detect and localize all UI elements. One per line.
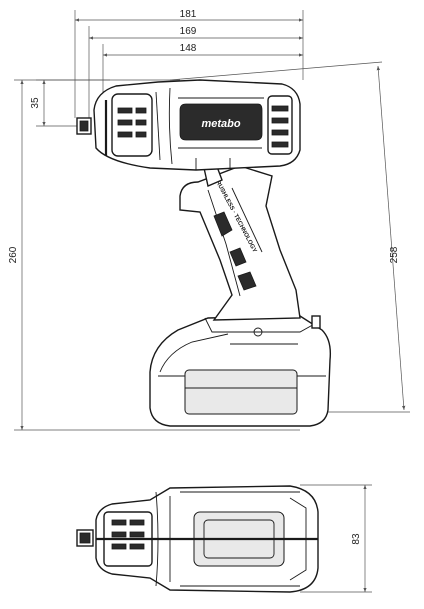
dimension-169: 169 [88, 26, 303, 118]
top-view [76, 485, 319, 593]
brand-logo: metabo [201, 118, 240, 130]
dimension-83: 83 [300, 484, 372, 593]
dimension-35-label: 35 [30, 97, 41, 109]
dimension-181: 181 [74, 9, 304, 118]
dimension-260: 260 [8, 79, 300, 431]
dimension-169-label: 169 [180, 26, 197, 37]
dimension-148-label: 148 [180, 43, 197, 54]
dimension-258: 258 [169, 61, 410, 413]
handle: BRUSHLESS · TECHNOLOGY [179, 165, 301, 321]
dimension-258-label: 258 [389, 246, 400, 263]
side-view: BRUSHLESS · TECHNOLOGY metabo [76, 79, 332, 427]
anvil [76, 117, 92, 135]
dimension-260-label: 260 [8, 246, 19, 263]
dimension-181-label: 181 [180, 9, 197, 20]
top-anvil [76, 529, 94, 547]
battery-pack [149, 304, 332, 427]
tool-head: metabo [93, 79, 301, 171]
dimension-83-label: 83 [351, 533, 362, 545]
